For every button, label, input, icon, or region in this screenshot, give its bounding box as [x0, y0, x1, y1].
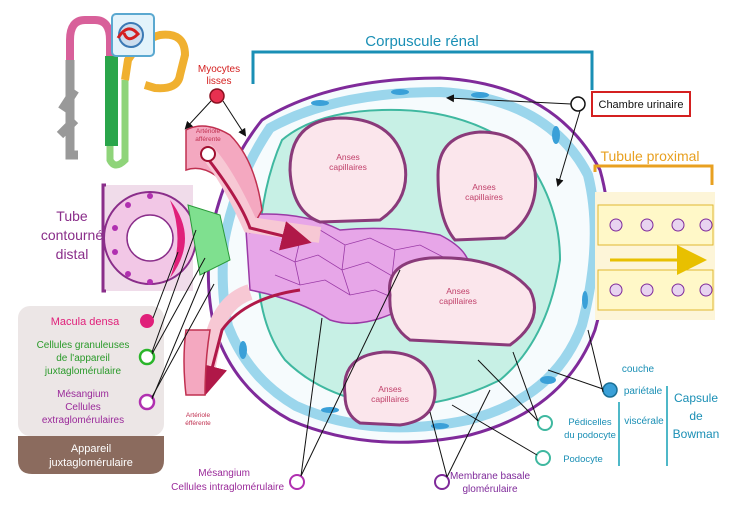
- podocyte-label: Podocyte: [563, 454, 603, 465]
- efferent-label-2: éfférente: [185, 420, 211, 427]
- anses-label-1b: capillaires: [329, 162, 367, 172]
- afferent-label-2: afférente: [195, 136, 221, 143]
- tubule-label: Tubule proximal: [600, 148, 699, 164]
- chambre-box: [591, 91, 691, 117]
- podocyte-marker: [535, 450, 551, 466]
- page-title: Corpuscule rénal: [365, 33, 478, 50]
- afferent-label-1: Artériole: [196, 128, 221, 135]
- granuleuses-label-2: de l'appareil: [56, 353, 110, 364]
- anses-label-1a: Anses: [336, 152, 360, 162]
- granuleuses-marker: [138, 348, 156, 366]
- mesangium-extra-label-1: Mésangium: [57, 389, 109, 400]
- capsule-label-3: Bowman: [673, 427, 720, 441]
- tube-label-1: Tube: [56, 208, 88, 224]
- myocytes-label-1: Myocytes: [198, 64, 240, 75]
- membrane-label-1: Membrane basale: [450, 471, 530, 482]
- jga-footer: [18, 436, 164, 474]
- mesangium-intra-marker: [289, 474, 305, 490]
- pedicelles-label-2: du podocyte: [564, 430, 616, 441]
- mesangium-intra-label-1: Mésangium: [198, 468, 250, 479]
- granuleuses-label-3: juxtaglomérulaire: [44, 366, 122, 377]
- myocytes-label-2: lisses: [206, 76, 231, 87]
- mesangium-extra-label-2: Cellules: [65, 402, 101, 413]
- capillary-loops: Anses capillaires Anses capillaires Anse…: [288, 116, 538, 427]
- tube-label-3: distal: [56, 246, 89, 262]
- capsule-label-1: Capsule: [674, 391, 718, 405]
- anses-label-4b: capillaires: [371, 394, 409, 404]
- appareil-label-2: juxtaglomérulaire: [48, 457, 133, 469]
- pedicelles-label-1: Pédicelles: [568, 417, 612, 428]
- chambre-label: Chambre urinaire: [599, 99, 684, 111]
- anses-label-3a: Anses: [446, 286, 470, 296]
- anses-label-2b: capillaires: [465, 192, 503, 202]
- membrane-marker: [434, 474, 450, 490]
- anses-label-3b: capillaires: [439, 296, 477, 306]
- parietale-marker: [602, 382, 618, 398]
- membrane-label-2: glomérulaire: [462, 484, 517, 495]
- myocytes-marker: [209, 88, 225, 104]
- mesangium-extra-marker: [138, 393, 156, 411]
- nephron-thumbnail: [56, 13, 190, 169]
- macula-marker: [140, 314, 154, 328]
- parietal-nuclei: [239, 89, 588, 429]
- granuleuses-label-1: Cellules granuleuses: [37, 340, 130, 351]
- macula-label: Macula densa: [51, 316, 120, 328]
- leader-lines: [151, 94, 604, 478]
- parietale-label: pariétale: [624, 386, 663, 397]
- title-bracket: [251, 50, 594, 90]
- jga-box: [18, 306, 164, 436]
- anses-label-4a: Anses: [378, 384, 402, 394]
- pedicelles-marker: [537, 415, 553, 431]
- proximal-tubule: [593, 164, 715, 320]
- afferent-marker: [200, 146, 216, 162]
- capsule-label-2: de: [689, 409, 703, 423]
- mesangium-intra-label-2: Cellules intraglomérulaire: [171, 482, 284, 493]
- tube-label-2: contourné: [41, 227, 103, 243]
- anses-label-2a: Anses: [472, 182, 496, 192]
- appareil-label-1: Appareil: [71, 443, 111, 455]
- couche-label: couche: [622, 364, 655, 375]
- distal-tube: [101, 183, 231, 293]
- chambre-marker: [570, 96, 586, 112]
- viscerale-label: viscérale: [624, 416, 664, 427]
- efferent-label-1: Artériole: [186, 412, 211, 419]
- mesangium-extra-label-3: extraglomérulaires: [42, 415, 124, 426]
